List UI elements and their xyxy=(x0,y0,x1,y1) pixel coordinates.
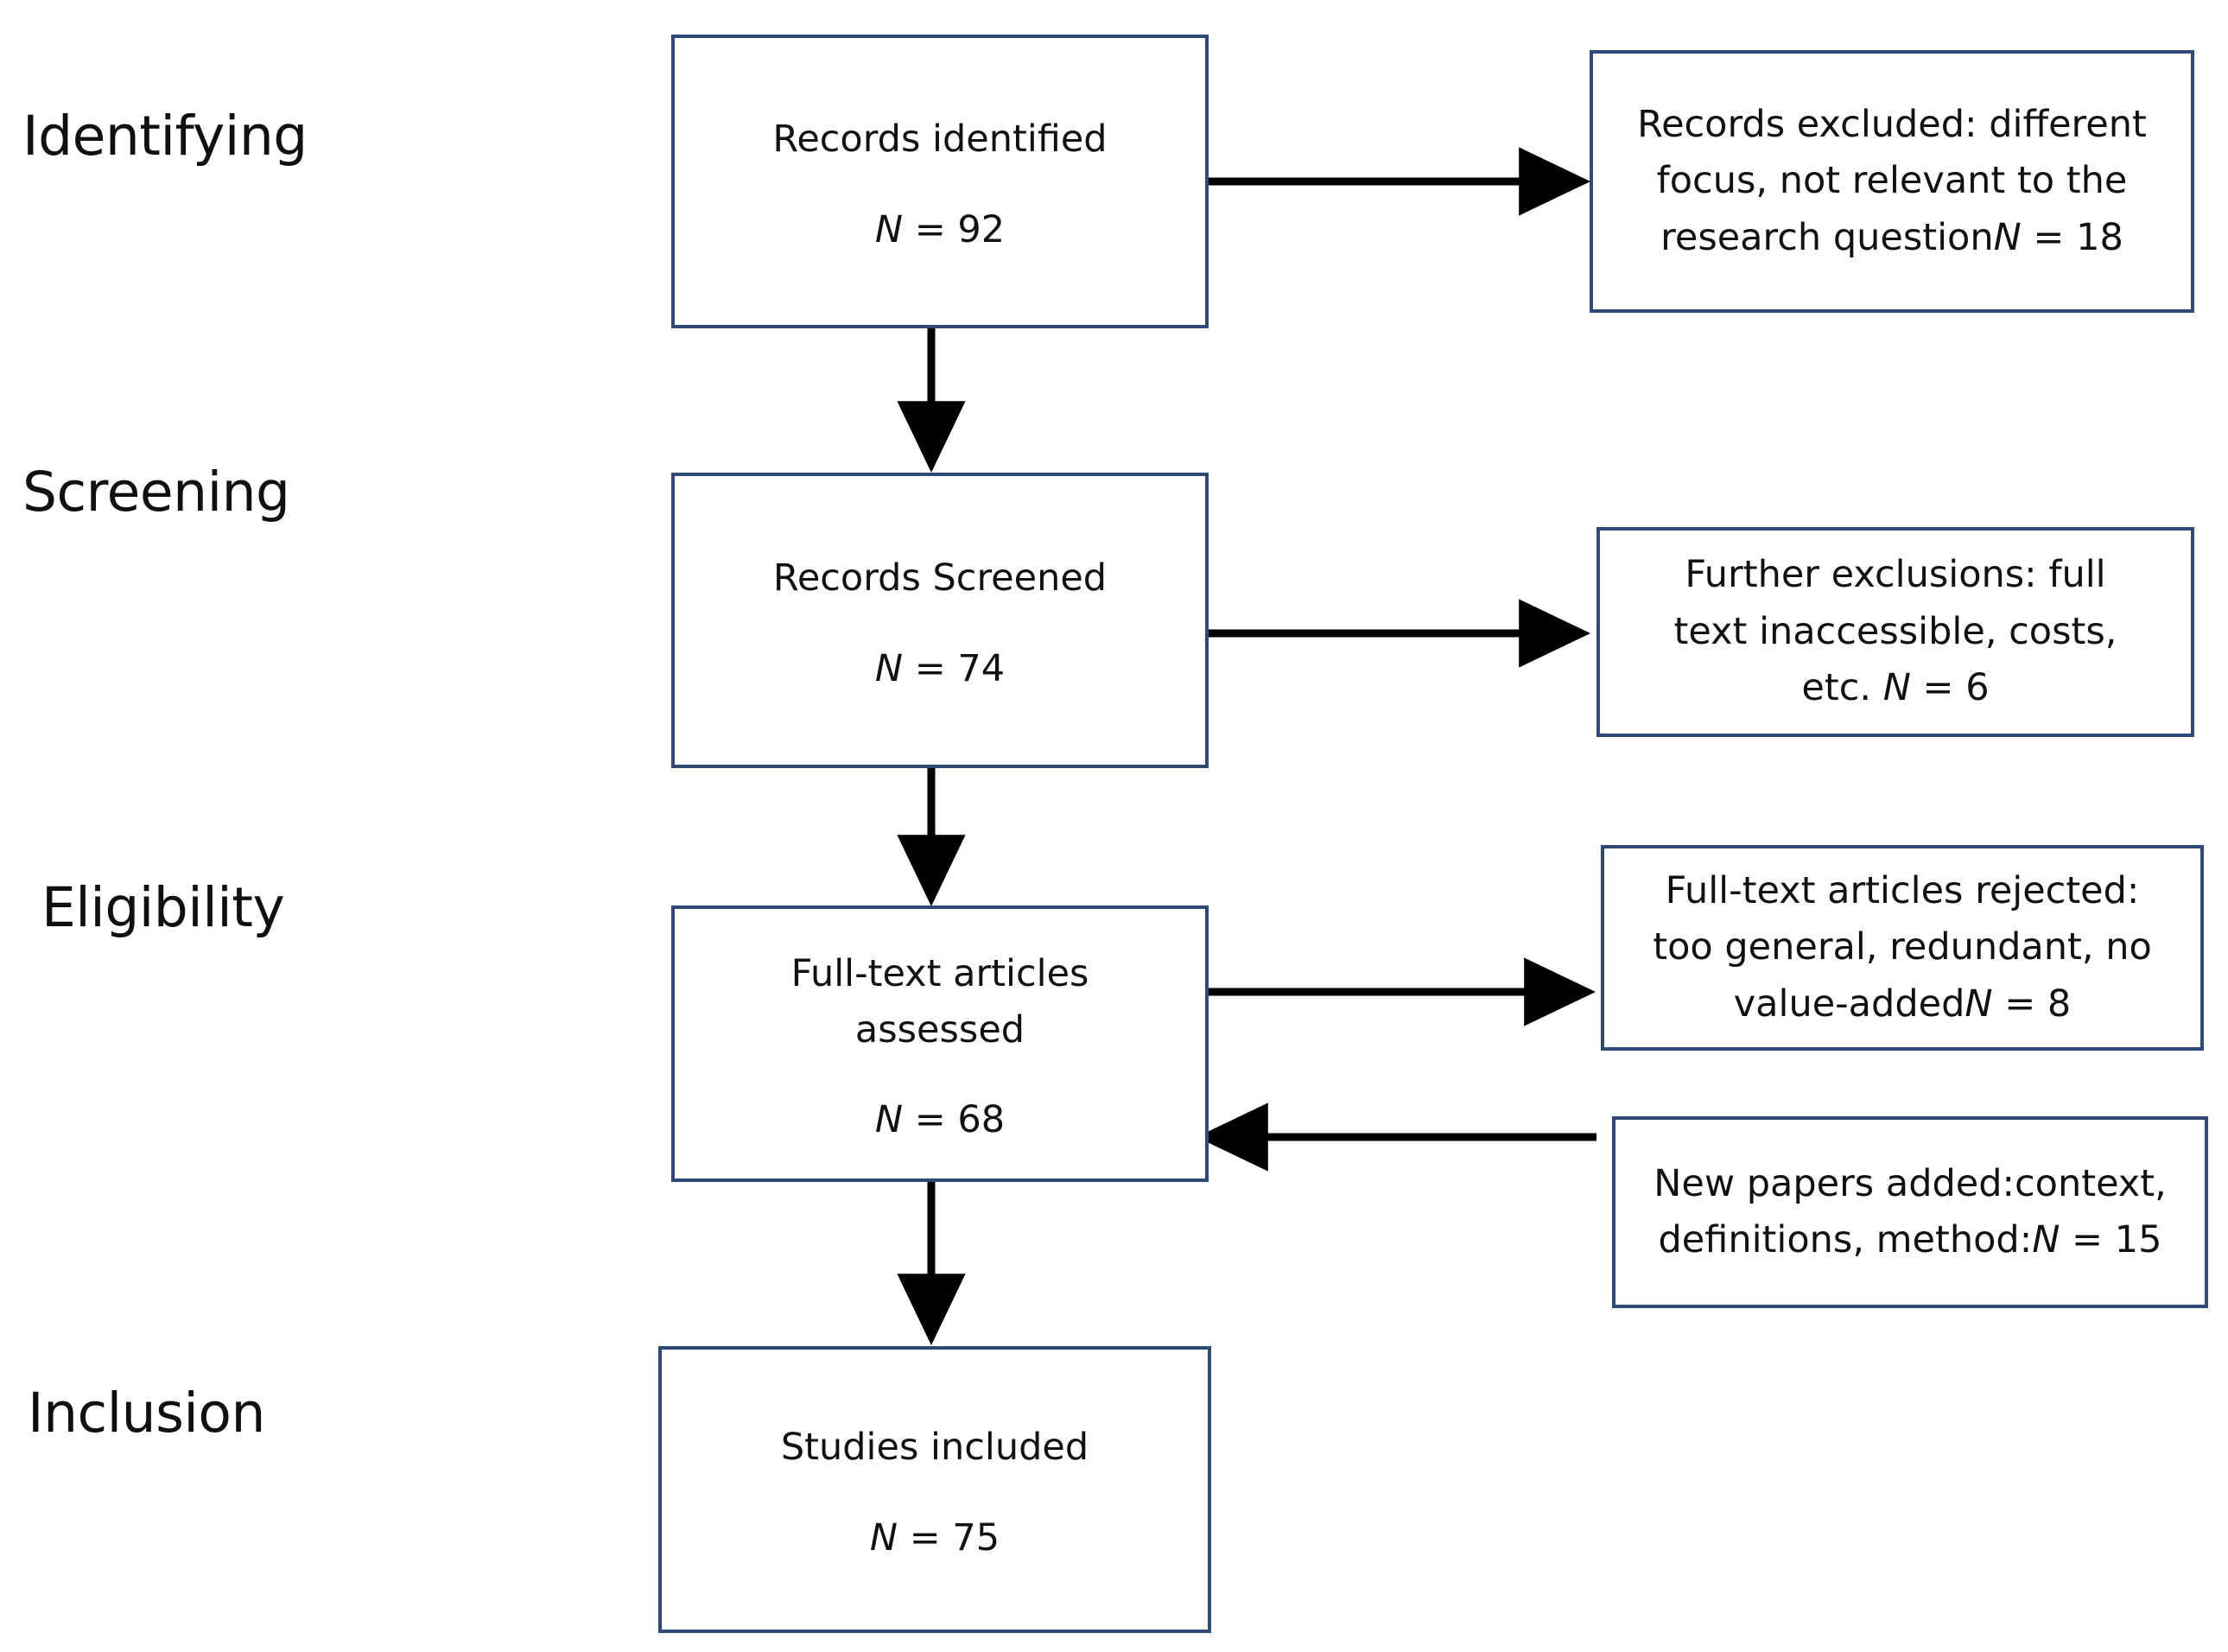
node-new-papers-added-text: New papers added:context, definitions, m… xyxy=(1638,1156,2182,1269)
stage-label-eligibility: Eligibility xyxy=(41,876,285,939)
italic-n-symbol: N xyxy=(874,646,904,690)
node-studies-included-count: N = 75 xyxy=(870,1516,1000,1560)
node-records-excluded-text: Records excluded: different focus, not r… xyxy=(1622,97,2162,266)
node-records-identified-count: N = 92 xyxy=(875,208,1005,251)
node-full-text-assessed[interactable]: Full-text articles assessed N = 68 xyxy=(671,905,1209,1182)
node-records-excluded[interactable]: Records excluded: different focus, not r… xyxy=(1590,50,2194,313)
equals-sign: = xyxy=(2060,1218,2115,1261)
stage-label-screening: Screening xyxy=(22,461,290,524)
italic-n-symbol: N xyxy=(2032,1218,2060,1261)
equals-sign: = xyxy=(2021,215,2077,259)
node-records-identified[interactable]: Records identified N = 92 xyxy=(671,35,1209,328)
node-full-text-rejected-text: Full-text articles rejected: too general… xyxy=(1637,863,2168,1032)
node-further-exclusions-text: Further exclusions: full text inaccessib… xyxy=(1659,547,2133,716)
equals-sign: = xyxy=(903,207,958,251)
node-records-excluded-body: Records excluded: different focus, not r… xyxy=(1637,102,2147,259)
node-records-screened-count: N = 74 xyxy=(875,647,1005,690)
equals-sign: = xyxy=(903,1098,958,1142)
node-further-exclusions[interactable]: Further exclusions: full text inaccessib… xyxy=(1596,527,2194,737)
equals-sign: = xyxy=(1992,982,2047,1026)
node-full-text-rejected-body: Full-text articles rejected: too general… xyxy=(1653,868,2152,1026)
node-records-identified-label: Records identified xyxy=(772,118,1108,162)
italic-n-symbol: N xyxy=(869,1515,898,1560)
italic-n-symbol: N xyxy=(874,1098,904,1142)
italic-n-symbol: N xyxy=(874,207,904,251)
count-value: 92 xyxy=(957,207,1006,251)
node-studies-included-label: Studies included xyxy=(780,1426,1089,1470)
stage-label-inclusion: Inclusion xyxy=(28,1382,265,1445)
italic-n-symbol: N xyxy=(1965,982,1993,1026)
count-value: 74 xyxy=(957,646,1006,690)
italic-n-symbol: N xyxy=(1882,666,1911,710)
node-records-screened[interactable]: Records Screened N = 74 xyxy=(671,473,1209,768)
italic-n-symbol: N xyxy=(1993,215,2022,259)
node-full-text-rejected[interactable]: Full-text articles rejected: too general… xyxy=(1601,845,2204,1051)
node-full-text-assessed-count: N = 68 xyxy=(875,1098,1005,1141)
node-studies-included[interactable]: Studies included N = 75 xyxy=(658,1346,1211,1633)
node-new-papers-added-body: New papers added:context, definitions, m… xyxy=(1654,1161,2167,1261)
count-value: 75 xyxy=(952,1515,1000,1560)
equals-sign: = xyxy=(903,646,958,690)
count-value: 15 xyxy=(2114,1218,2162,1261)
node-full-text-assessed-label: Full-text articles assessed xyxy=(790,951,1089,1052)
count-value: 6 xyxy=(1965,666,1990,710)
stage-label-identifying: Identifying xyxy=(22,105,308,168)
node-records-screened-label: Records Screened xyxy=(772,556,1108,600)
count-value: 8 xyxy=(2047,982,2072,1026)
equals-sign: = xyxy=(1910,666,1966,710)
node-new-papers-added[interactable]: New papers added:context, definitions, m… xyxy=(1612,1116,2208,1308)
node-further-exclusions-body: Further exclusions: full text inaccessib… xyxy=(1673,553,2117,710)
equals-sign: = xyxy=(898,1515,953,1560)
count-value: 68 xyxy=(957,1098,1006,1142)
count-value: 18 xyxy=(2076,215,2123,259)
